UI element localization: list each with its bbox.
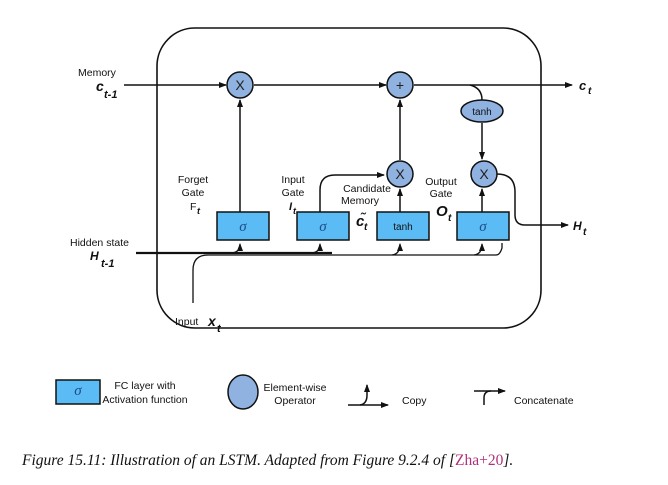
candidate-memory-label: Candidate Memory c̃ t	[341, 183, 391, 233]
gate-label-line1: Forget	[178, 174, 208, 186]
gate-label-line1: Output	[425, 176, 457, 188]
legend-fc-swatch	[55, 379, 101, 405]
forget-gate-label: Forget Gate F t	[178, 174, 208, 216]
legend-fc-layer: σ FC layer with Activation function	[55, 379, 188, 406]
memory-out-symbol: c	[579, 78, 587, 93]
legend-concat-branch-icon	[483, 390, 492, 405]
hidden-state-subscript: t-1	[101, 258, 114, 270]
tap-input	[311, 243, 323, 254]
figure-caption: Figure 15.11: Illustration of an LSTM. A…	[22, 452, 513, 470]
input-subscript: t	[217, 323, 222, 335]
legend-operator-line2: Operator	[274, 395, 316, 407]
operator-symbol: X	[235, 77, 245, 93]
input-label: Input	[175, 316, 198, 328]
memory-out-subscript: t	[588, 86, 592, 97]
memory-subscript: t-1	[104, 89, 117, 101]
legend-operator-swatch	[227, 374, 259, 410]
gate-label-line1: Input	[281, 174, 304, 186]
legend-concat-label: Concatenate	[514, 395, 574, 407]
hidden-state-symbol: H	[90, 249, 99, 263]
legend-copy-branch-icon	[359, 384, 370, 406]
input-multiply-operator: X	[386, 160, 414, 188]
caption-end: ].	[503, 452, 514, 469]
activation-symbol: tanh	[393, 222, 412, 233]
gate-symbol: I	[289, 201, 293, 213]
legend-operator-line1: Element-wise	[263, 382, 326, 394]
output-multiply-operator: X	[470, 160, 498, 188]
caption-text: Figure 15.11: Illustration of an LSTM. A…	[22, 452, 455, 469]
forget-gate-box: σ	[216, 211, 270, 241]
citation-link[interactable]: Zha+20	[455, 452, 504, 469]
activation-symbol: σ	[319, 219, 327, 235]
output-tanh-operator: tanh	[460, 99, 504, 123]
tap-output	[473, 243, 485, 256]
gate-symbol: O	[436, 203, 448, 220]
gate-symbol: c̃	[356, 212, 367, 230]
memory-label: Memory	[78, 67, 117, 79]
add-operator: +	[386, 71, 414, 99]
input-symbol: x	[207, 313, 217, 329]
gate-label-line2: Memory	[341, 195, 380, 207]
legend-copy-label: Copy	[402, 395, 427, 407]
hidden-out-line	[496, 173, 569, 228]
input-gate-label: Input Gate I t	[281, 174, 304, 216]
memory-copy-to-tanh	[469, 84, 483, 101]
hidden-out-subscript: t	[583, 227, 587, 238]
activation-symbol: σ	[239, 219, 247, 235]
legend: σ FC layer with Activation function Elem…	[55, 374, 574, 410]
gate-label-line2: Gate	[282, 187, 305, 199]
gate-label-line2: Gate	[430, 188, 453, 200]
tap-forget	[231, 243, 243, 254]
legend-concatenate: Concatenate	[474, 388, 574, 407]
gate-label-line1: Candidate	[343, 183, 391, 195]
hidden-state-label: Hidden state	[70, 237, 129, 249]
gate-subscript: t	[293, 206, 297, 216]
legend-fc-line1: FC layer with	[114, 380, 175, 392]
forget-multiply-operator: X	[226, 71, 254, 99]
legend-operator: Element-wise Operator	[227, 374, 327, 410]
gate-subscript: t	[448, 213, 452, 224]
gate-subscript: t	[197, 206, 201, 216]
gate-symbol: F	[190, 201, 196, 213]
cell-boundary	[156, 27, 542, 329]
operator-symbol: tanh	[472, 107, 491, 118]
operator-symbol: +	[396, 77, 404, 93]
gate-label-line2: Gate	[182, 187, 205, 199]
gate-subscript: t	[364, 222, 368, 233]
hidden-out-symbol: H	[573, 219, 582, 233]
input-gate-box: σ	[296, 211, 350, 241]
legend-fc-symbol: σ	[74, 383, 82, 399]
legend-copy: Copy	[348, 384, 427, 408]
output-gate-label: Output Gate O t	[425, 176, 457, 224]
input-gate-to-mul-line	[319, 172, 385, 212]
tap-candidate	[391, 243, 403, 256]
memory-symbol: c	[96, 78, 104, 94]
operator-symbol: X	[395, 166, 405, 182]
candidate-memory-box: tanh	[376, 211, 430, 241]
input-concat-line	[192, 243, 503, 303]
legend-fc-line2: Activation function	[102, 394, 187, 406]
operator-symbol: X	[479, 166, 489, 182]
activation-symbol: σ	[479, 219, 487, 235]
output-gate-box: σ	[456, 211, 510, 241]
